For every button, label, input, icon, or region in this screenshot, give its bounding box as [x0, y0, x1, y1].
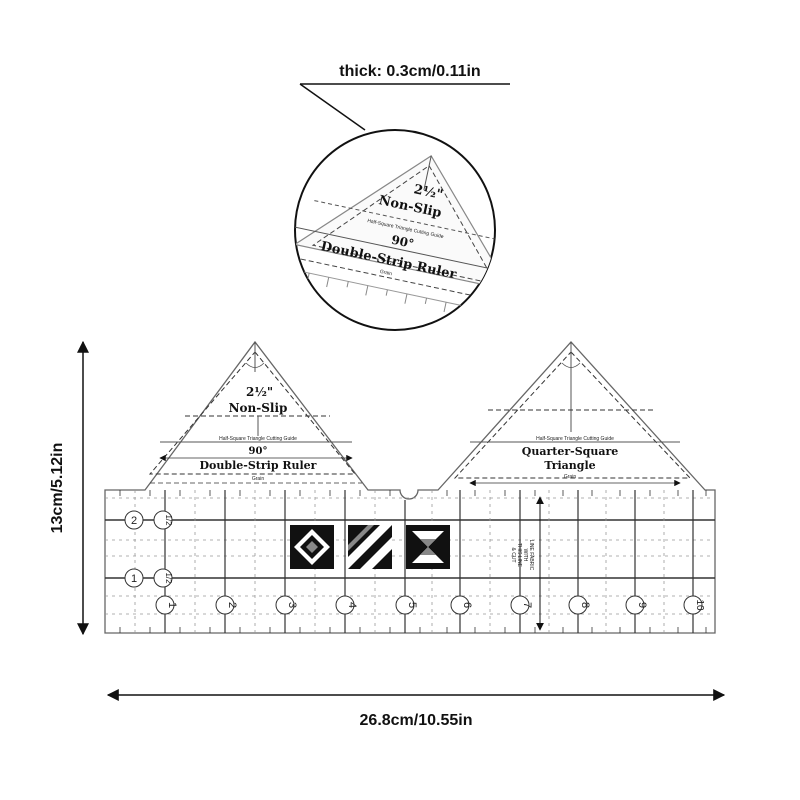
zoom-fraction: 2½" — [412, 182, 444, 203]
inch-number: 2 — [226, 602, 238, 608]
inch-number: 8 — [579, 602, 591, 608]
right-triangle: Half-Square Triangle Cutting Guide Quart… — [453, 342, 692, 487]
inch-number: 3 — [286, 602, 298, 608]
left-triangle: 2½" Non-Slip Half-Square Triangle Cuttin… — [148, 342, 362, 484]
height-dimension: 13cm/5.12in — [49, 340, 89, 636]
line-fabric-text-1: LINE FABRIC — [528, 540, 534, 571]
left-angle: 90° — [249, 446, 268, 457]
side-marks: 2 1/2 1 1/2 — [124, 510, 173, 588]
diagonal-strip-block-icon — [348, 525, 392, 569]
side-mark-1: 1 — [131, 573, 137, 585]
right-name-line1: Quarter-Square — [522, 445, 619, 458]
inch-number: 9 — [636, 602, 648, 608]
left-brand: Non-Slip — [229, 401, 288, 415]
left-grain: Grain — [252, 476, 264, 482]
width-dimension: 26.8cm/10.55in — [106, 689, 726, 729]
side-mark-half-b: 1/2 — [164, 572, 173, 584]
height-label: 13cm/5.12in — [49, 443, 66, 534]
left-name: Double-Strip Ruler — [200, 459, 317, 472]
right-name-line2: Triangle — [544, 459, 595, 472]
zoom-triangle-shape — [295, 155, 495, 292]
zoom-grain: Grain — [379, 269, 392, 277]
line-fabric-text-4: & CUT — [510, 548, 516, 563]
inch-numbers: 1 2 3 4 5 6 7 8 9 10 — [155, 595, 705, 615]
callout-leader — [299, 83, 366, 131]
ruler-outline — [104, 340, 716, 634]
hourglass-block-icon — [406, 525, 450, 569]
zoom-angle: 90° — [390, 233, 415, 251]
inch-number: 6 — [461, 602, 473, 608]
thickness-callout: thick: 0.3cm/0.11in — [299, 63, 510, 131]
inch-number: 7 — [521, 602, 533, 608]
inch-number: 1 — [166, 602, 178, 608]
inch-number: 4 — [346, 602, 358, 608]
width-label: 26.8cm/10.55in — [360, 712, 473, 729]
inch-number: 5 — [406, 602, 418, 608]
right-guide: Half-Square Triangle Cutting Guide — [536, 436, 614, 442]
left-guide: Half-Square Triangle Cutting Guide — [219, 436, 297, 442]
quilting-ruler: 2½" Non-Slip Half-Square Triangle Cuttin… — [104, 340, 716, 634]
inch-number: 10 — [694, 599, 705, 611]
line-fabric-text-3: THIS LINE — [516, 543, 522, 568]
line-fabric-text-2: WITH — [522, 549, 528, 562]
zoom-detail: 2½" Non-Slip Half-Square Triangle Cuttin… — [294, 129, 496, 331]
side-mark-half-a: 1/2 — [164, 514, 173, 526]
right-grain: Grain — [564, 474, 576, 480]
square-in-square-block-icon — [290, 525, 334, 569]
side-mark-2: 2 — [131, 515, 137, 527]
thickness-label: thick: 0.3cm/0.11in — [339, 63, 480, 80]
left-fraction: 2½" — [246, 385, 273, 399]
line-fabric-label: LINE FABRIC WITH THIS LINE & CUT — [510, 496, 544, 631]
